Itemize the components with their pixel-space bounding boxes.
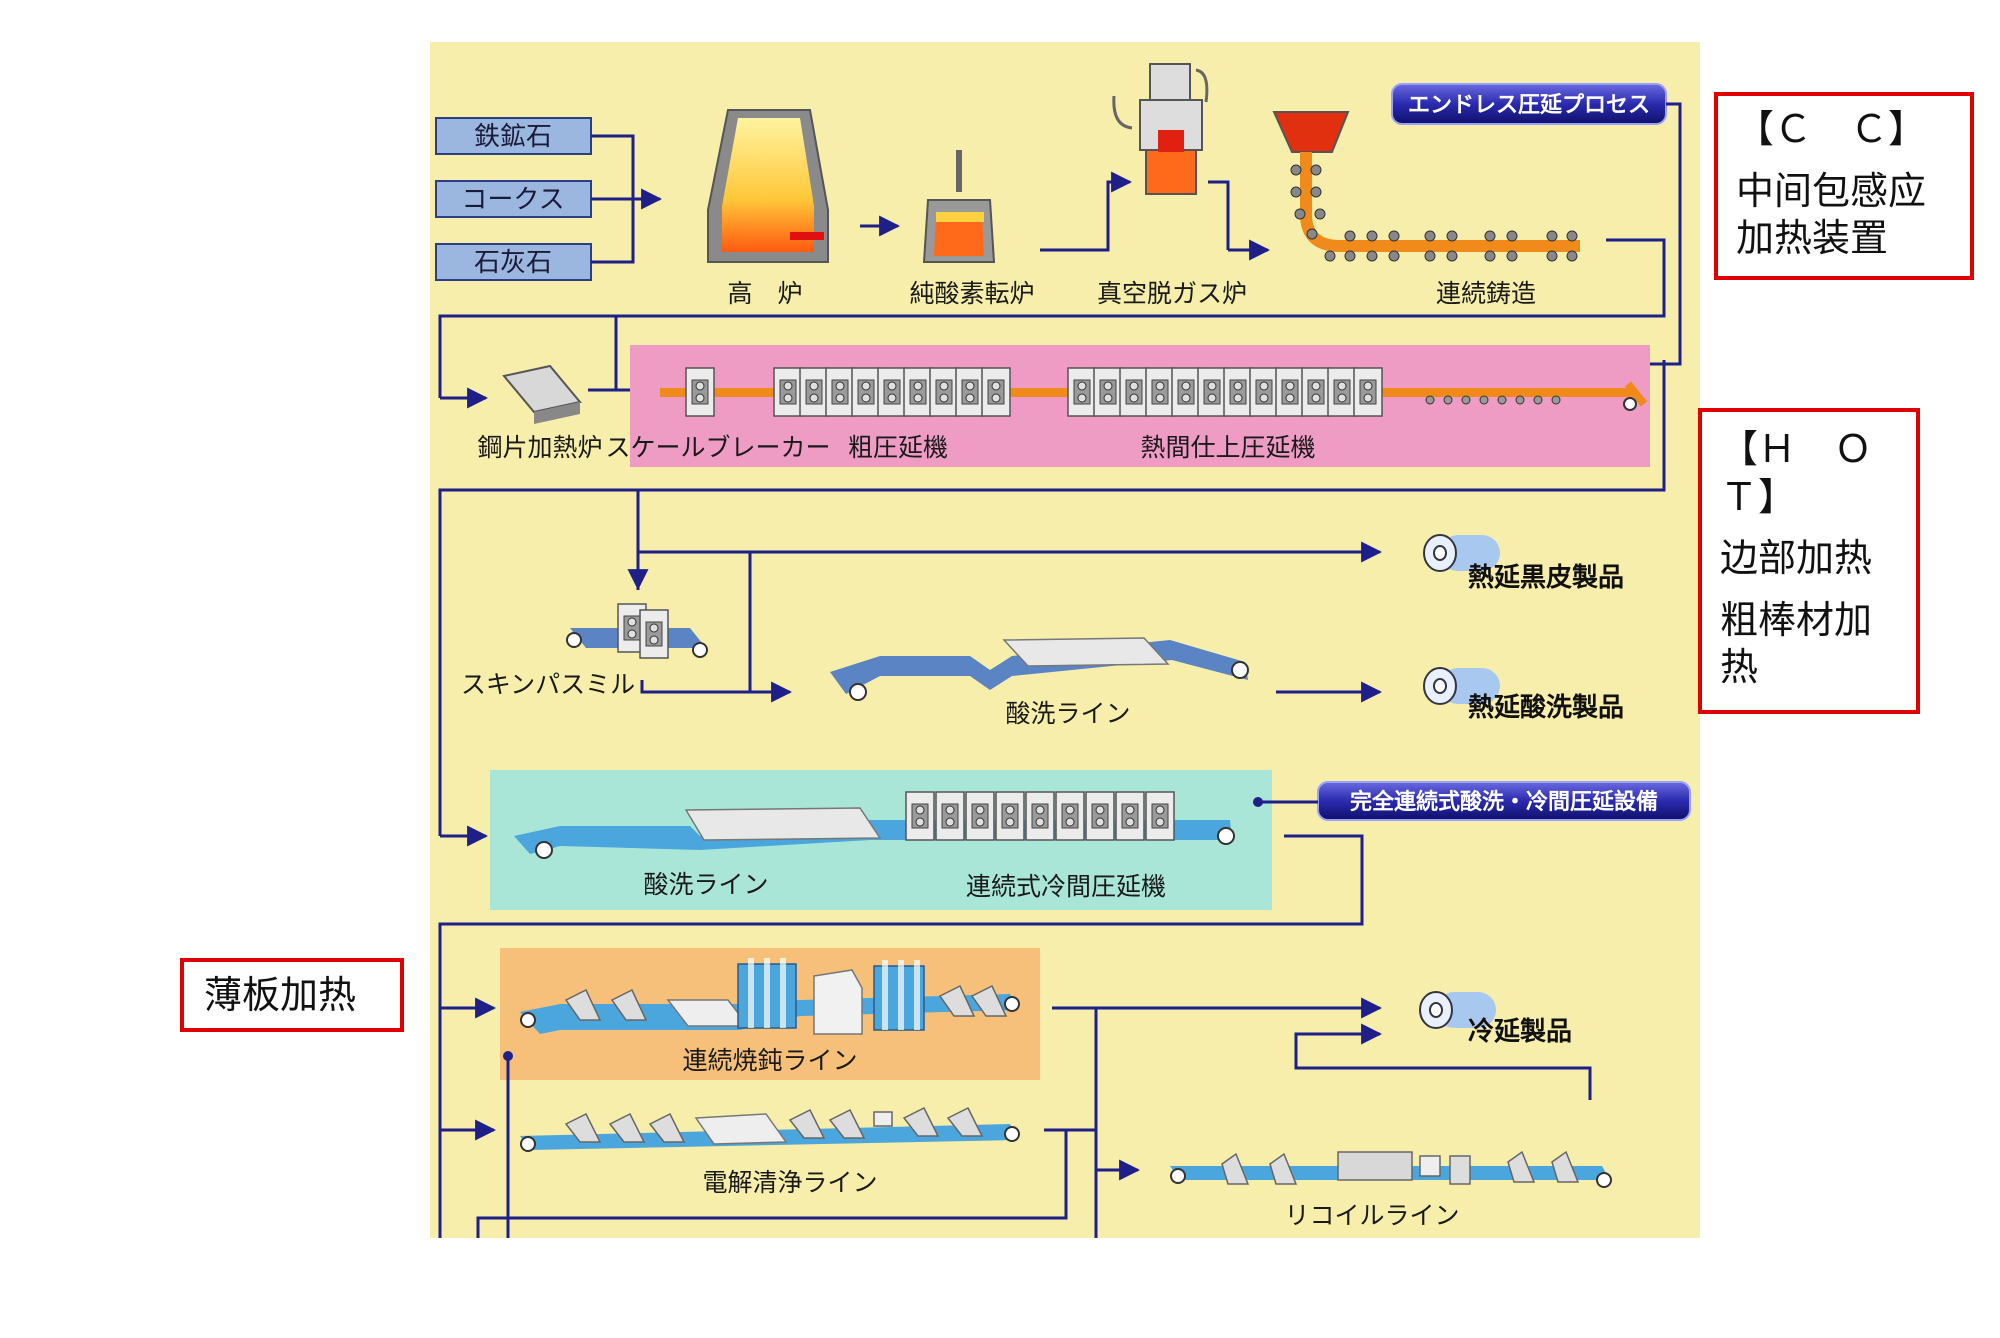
note-hot-line-5: 热 — [1720, 645, 1759, 689]
stage-label-tandem-cold-mill: 連続式冷間圧延機 — [966, 872, 1166, 901]
blast-furnace-icon — [707, 109, 829, 263]
continuous-pickling-cold-rolling-badge-label: 完全連続式酸洗・冷間圧延設備 — [1350, 789, 1658, 815]
input-label-coke: コークス — [461, 185, 564, 215]
input-label-iron-ore: 鉄鉱石 — [474, 122, 552, 152]
note-hot-line-3: 边部加热 — [1720, 536, 1873, 580]
input-box-limestone — [435, 243, 592, 281]
note-hot-edge-heating: 【Ｈ Ｏ Ｔ】 边部加热 粗棒材加 热 — [1698, 408, 1920, 714]
raw-material-inputs: 鉄鉱石 コークス 石灰石 — [435, 117, 663, 281]
note-thin-line-1: 薄板加热 — [204, 973, 357, 1017]
note-thin-sheet-heating: 薄板加热 — [180, 958, 404, 1032]
hot-rolling-line-icon — [660, 367, 1648, 417]
product-label-cold-rolled: 冷延製品 — [1468, 1016, 1572, 1047]
stage-label-continuous-caster: 連続鋳造 — [1436, 279, 1536, 308]
input-label-limestone: 石灰石 — [474, 248, 552, 278]
converter-icon — [922, 150, 996, 263]
stage-label-vacuum-degasser: 真空脱ガス炉 — [1097, 279, 1247, 308]
product-label-hot-rolled-pickled: 熱延酸洗製品 — [1468, 693, 1624, 723]
vacuum-degasser-icon — [1112, 63, 1209, 195]
input-box-iron-ore — [435, 117, 592, 155]
electrolytic-cleaning-line-icon — [520, 1106, 1020, 1152]
stage-label-scale-breaker: スケールブレーカー — [605, 433, 830, 462]
stage-label-blast-furnace: 高 炉 — [727, 279, 802, 308]
pickling-line-icon-1 — [830, 637, 1249, 701]
note-cc-line-1: 【Ｃ Ｃ】 — [1736, 107, 1927, 151]
stage-label-pickling-line-1: 酸洗ライン — [1005, 699, 1130, 728]
recoil-line-icon — [1170, 1150, 1612, 1188]
pickling-cold-mill-line-icon — [514, 791, 1235, 859]
continuous-pickling-cold-rolling-badge: 完全連続式酸洗・冷間圧延設備 — [1317, 781, 1691, 821]
stage-label-finishing-mill: 熱間仕上圧延機 — [1140, 433, 1315, 462]
note-cc-line-3: 加热装置 — [1736, 216, 1889, 260]
note-cc-line-2: 中间包感应 — [1736, 168, 1927, 213]
note-cc-tundish-induction-heating: 【Ｃ Ｃ】 中间包感应 加热装置 — [1714, 92, 1974, 280]
continuous-caster-icon — [1272, 111, 1580, 262]
stage-label-recoil-line: リコイルライン — [1284, 1201, 1459, 1230]
note-hot-line-4: 粗棒材加 — [1720, 597, 1873, 642]
stage-label-roughing-mill: 粗圧延機 — [848, 433, 948, 462]
stage-label-converter: 純酸素転炉 — [909, 279, 1034, 308]
stage-label-skin-pass-mill: スキンパスミル — [461, 670, 635, 699]
reheat-furnace-icon — [502, 364, 582, 424]
stage-label-reheat-furnace: 鋼片加熱炉 — [477, 433, 602, 462]
endless-rolling-badge: エンドレス圧延プロセス — [1391, 83, 1667, 125]
skin-pass-mill-icon — [566, 603, 708, 659]
endless-rolling-badge-label: エンドレス圧延プロセス — [1408, 93, 1650, 118]
stage-label-electrolytic-cleaning: 電解清浄ライン — [702, 1168, 877, 1197]
note-hot-line-1: 【Ｈ Ｏ — [1720, 427, 1873, 471]
note-hot-line-2: Ｔ】 — [1720, 474, 1797, 519]
product-label-hot-rolled-black: 熱延黒皮製品 — [1468, 563, 1624, 593]
stage-label-continuous-annealing: 連続焼鈍ライン — [682, 1046, 857, 1075]
stage-label-pickling-line-2: 酸洗ライン — [643, 870, 768, 899]
continuous-annealing-line-icon — [520, 958, 1020, 1035]
